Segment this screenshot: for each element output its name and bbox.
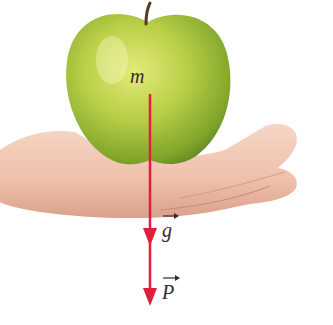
finger-crease [180, 172, 285, 198]
vector-label: g [162, 220, 172, 240]
arrow-head [143, 288, 157, 306]
arrow-head [143, 228, 157, 246]
vector-accent [163, 215, 174, 216]
apple-highlight [96, 36, 128, 84]
force-line [149, 94, 152, 296]
vector-accent [175, 275, 180, 281]
vector-accent [174, 213, 179, 219]
vector-accent [163, 277, 175, 278]
apple-stem [146, 3, 150, 24]
mass-label: m [130, 66, 144, 86]
finger-crease [160, 186, 270, 210]
vector-label: P [162, 282, 174, 302]
apple [66, 14, 230, 164]
